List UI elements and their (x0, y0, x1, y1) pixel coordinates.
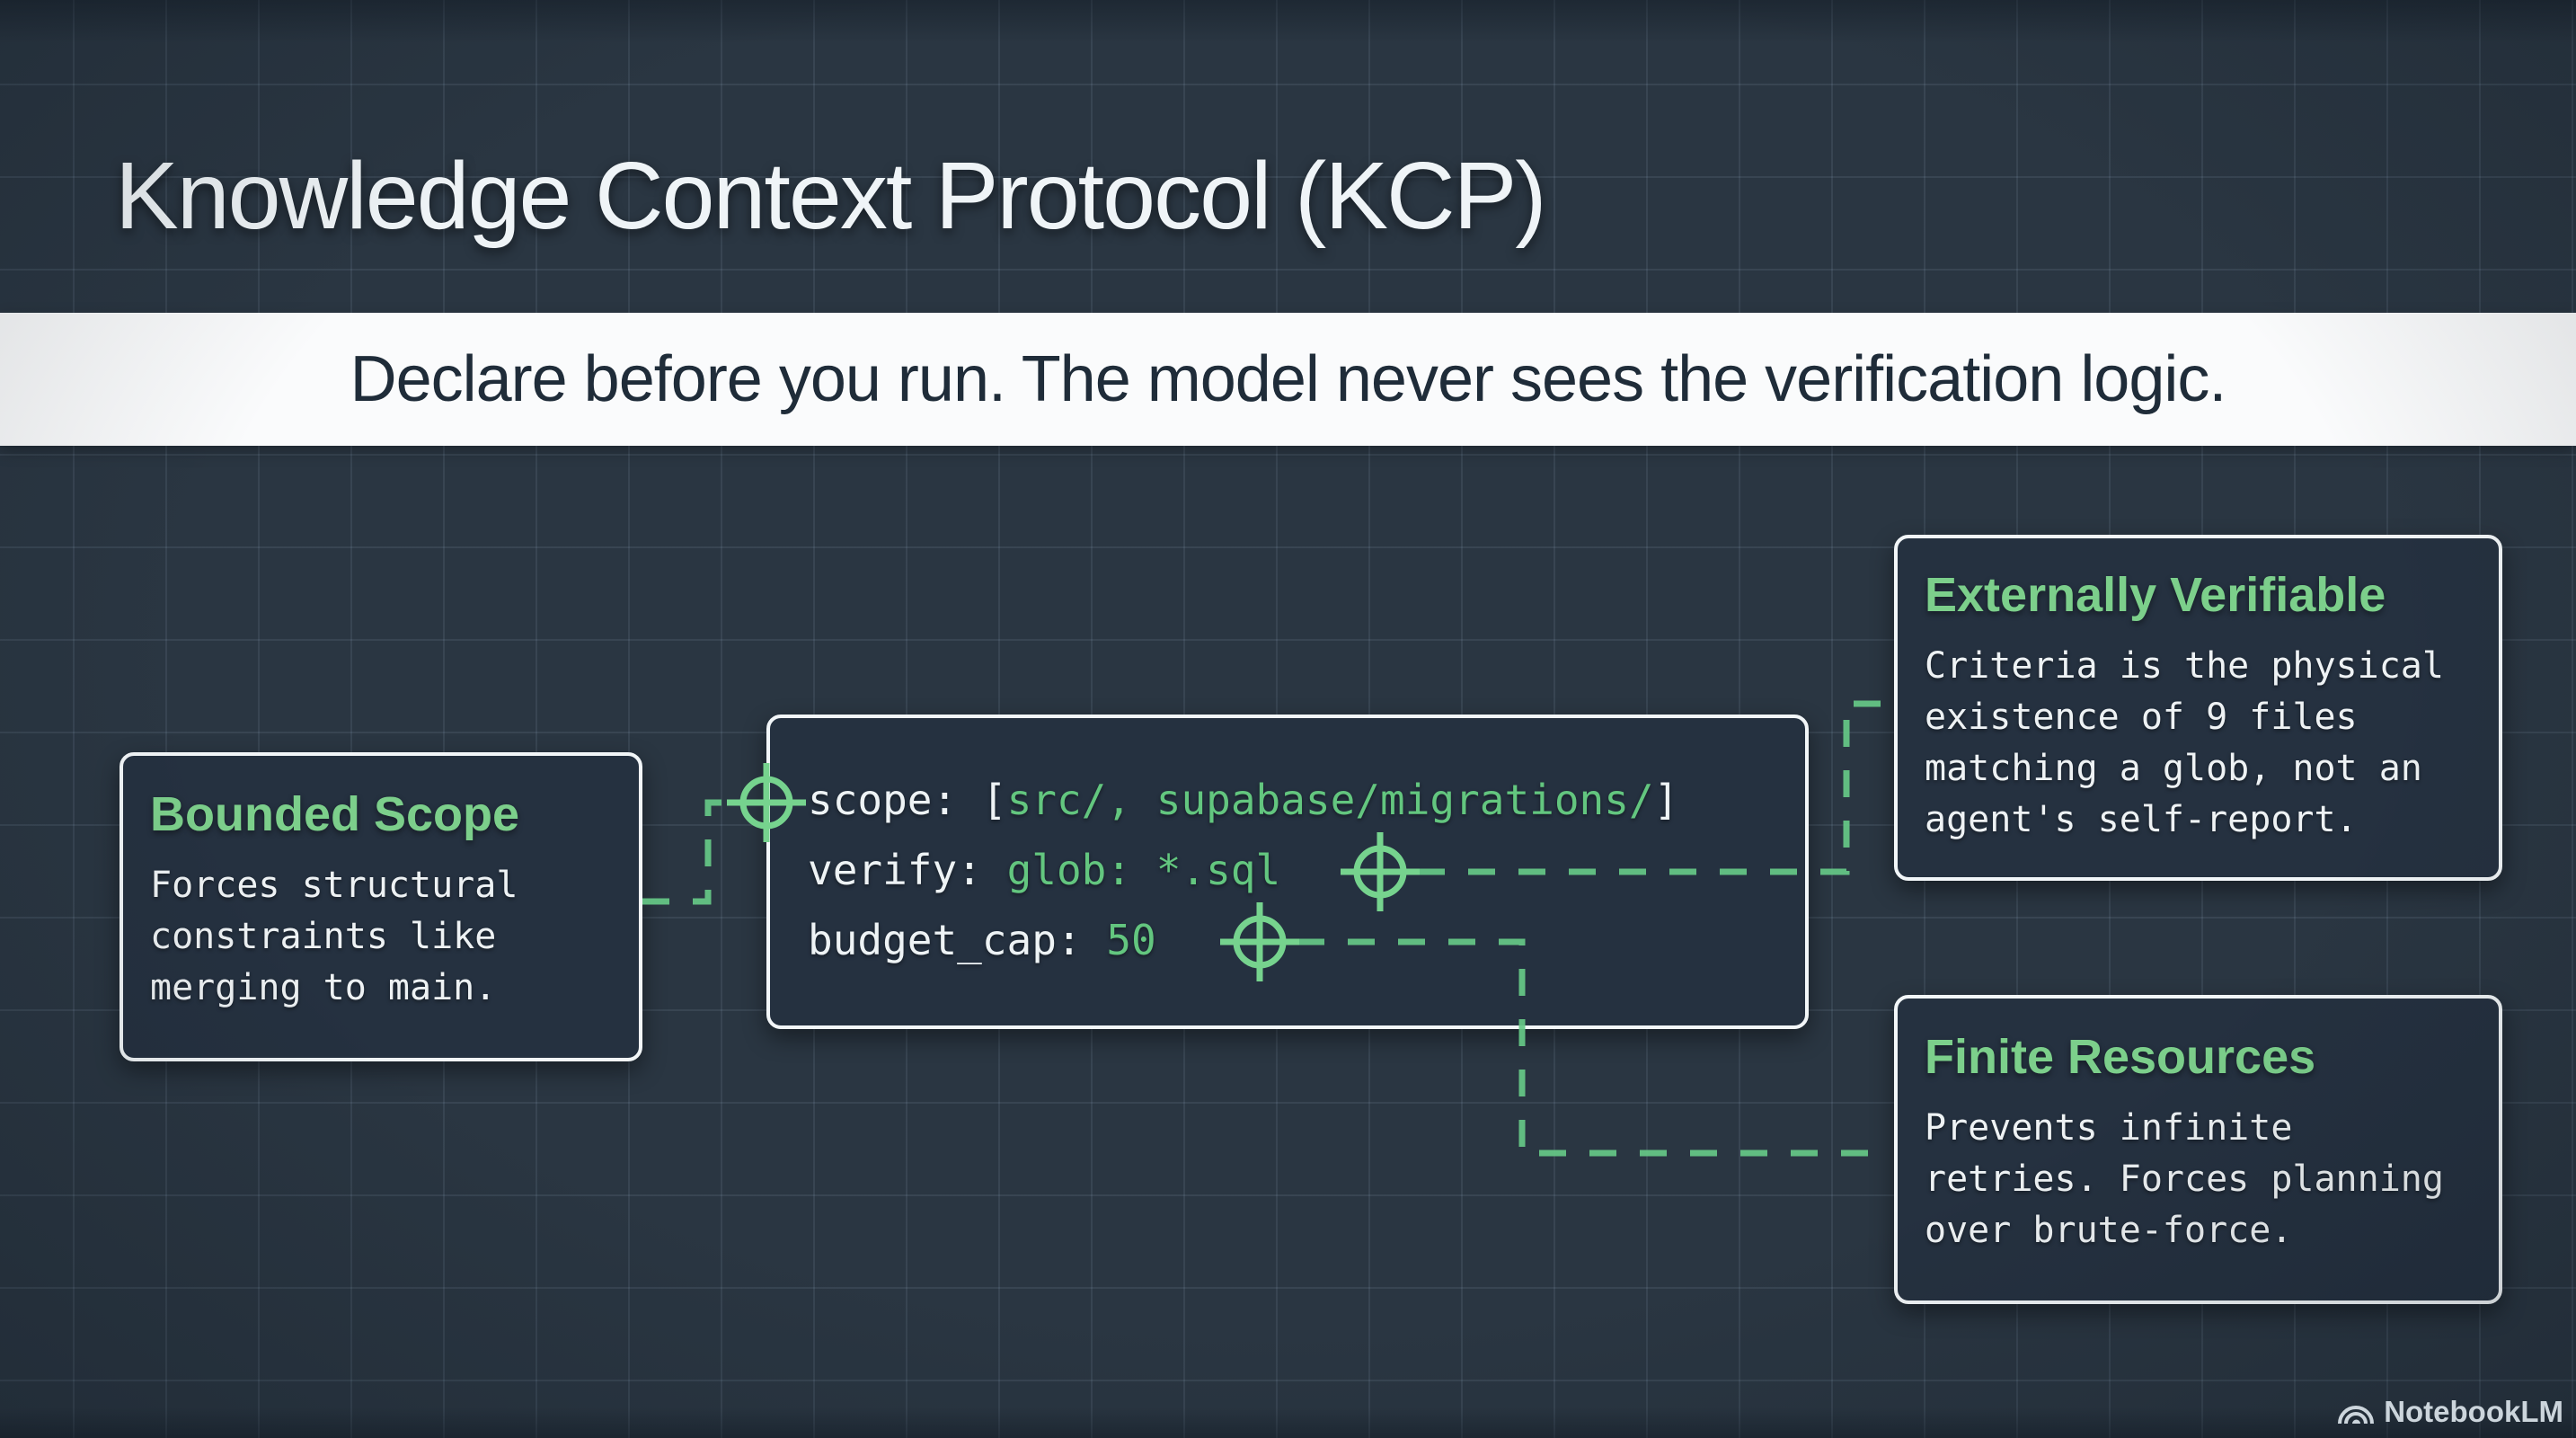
finite-resources-card: Finite Resources Prevents infinite retri… (1894, 995, 2502, 1304)
externally-verifiable-heading: Externally Verifiable (1925, 568, 2386, 622)
scope-value: src/, supabase/migrations/ (1006, 776, 1654, 824)
budget-value: 50 (1106, 916, 1156, 964)
scope-key: scope: (808, 776, 982, 824)
budget-key: budget_cap: (808, 916, 1107, 964)
wire-bounded-to-scope (642, 799, 735, 905)
verify-key: verify: (808, 846, 1007, 894)
config-line-scope: scope: [src/, supabase/migrations/] (808, 765, 1805, 835)
page-title: Knowledge Context Protocol (KCP) (115, 143, 1547, 249)
kcp-config-card: scope: [src/, supabase/migrations/] veri… (766, 715, 1809, 1029)
notebooklm-watermark: NotebookLM (2337, 1395, 2563, 1429)
externally-verifiable-card: Externally Verifiable Criteria is the ph… (1894, 535, 2502, 881)
config-line-budget: budget_cap: 50 (808, 905, 1805, 975)
scope-close-bracket: ] (1653, 776, 1679, 824)
subtitle-banner: Declare before you run. The model never … (0, 313, 2576, 446)
bounded-scope-body: Forces structural constraints like mergi… (150, 865, 518, 1008)
externally-verifiable-body: Criteria is the physical existence of 9 … (1925, 645, 2444, 840)
verify-value: glob: *.sql (1006, 846, 1281, 894)
bounded-scope-card: Bounded Scope Forces structural constrai… (120, 752, 642, 1061)
subtitle-text: Declare before you run. The model never … (350, 343, 2227, 415)
notebooklm-label: NotebookLM (2384, 1395, 2563, 1428)
notebooklm-logo-icon (2338, 1406, 2375, 1425)
bounded-scope-heading: Bounded Scope (150, 787, 520, 841)
finite-resources-heading: Finite Resources (1925, 1030, 2316, 1084)
scope-open-bracket: [ (981, 776, 1007, 824)
finite-resources-body: Prevents infinite retries. Forces planni… (1925, 1107, 2444, 1251)
config-line-verify: verify: glob: *.sql (808, 835, 1805, 905)
